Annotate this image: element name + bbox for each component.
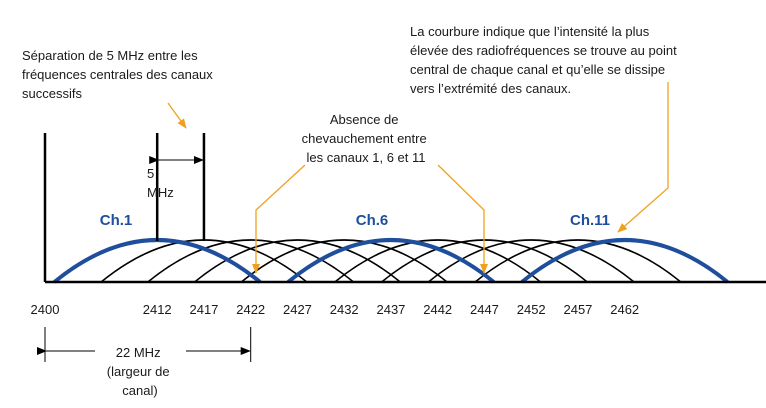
annotation-five-mhz-value: 5	[147, 166, 154, 181]
annotation-width-line-2: (largeur de	[107, 364, 170, 379]
channel-arc-2452	[427, 239, 635, 283]
annotation-spacing-line-3: successifs	[22, 86, 82, 101]
callout-overlap-line-right	[437, 164, 488, 274]
tick-label-2417: 2417	[189, 302, 218, 317]
annotation-spacing-line-1: Séparation de 5 MHz entre les	[22, 48, 198, 63]
channel-arc-2422	[147, 239, 355, 283]
annotation-five-mhz-unit: MHz	[147, 185, 174, 200]
tick-label-2427: 2427	[283, 302, 312, 317]
annotation-five-mhz: 5 MHz	[147, 166, 174, 200]
annotation-curvature-line-2: élevée des radiofréquences se trouve au …	[410, 43, 677, 58]
annotation-width-line-1: 22 MHz	[116, 345, 161, 360]
channel-arc-2442	[334, 239, 542, 283]
annotation-curvature: La courbure indique que l’intensité la p…	[410, 24, 680, 96]
annotation-overlap-line-1: Absence de	[330, 112, 399, 127]
callout-curvature-line	[617, 82, 669, 233]
callout-overlap-line-left	[252, 164, 306, 274]
channel-arc-2427	[194, 239, 401, 283]
channel-label-1: Ch.1	[100, 212, 133, 229]
tick-label-2442: 2442	[423, 302, 452, 317]
annotation-channel-width: 22 MHz (largeur de canal)	[107, 345, 174, 398]
channel-arc-2457	[474, 239, 682, 283]
tick-label-2412: 2412	[143, 302, 172, 317]
tick-label-2437: 2437	[376, 302, 405, 317]
highlighted-arc-2437	[286, 238, 496, 284]
tick-label-2457: 2457	[563, 302, 592, 317]
tick-label-2462: 2462	[610, 302, 639, 317]
annotation-overlap: Absence de chevauchement entre les canau…	[302, 112, 431, 165]
annotation-spacing-line-2: fréquences centrales des canaux	[22, 67, 213, 82]
annotation-curvature-line-3: central de chaque canal et qu’elle se di…	[410, 62, 665, 77]
highlighted-arc-2462	[520, 238, 729, 284]
tick-label-2447: 2447	[470, 302, 499, 317]
channel-arcs	[53, 239, 729, 283]
annotation-overlap-line-3: les canaux 1, 6 et 11	[306, 150, 425, 165]
tick-label-2400: 2400	[31, 302, 60, 317]
annotation-curvature-line-4: vers l’extrémité des canaux.	[410, 81, 571, 96]
annotation-width-line-3: canal)	[122, 383, 157, 398]
tick-label-2432: 2432	[330, 302, 359, 317]
annotation-spacing: Séparation de 5 MHz entre les fréquences…	[22, 48, 216, 101]
callout-spacing-line	[167, 102, 187, 129]
tick-labels: 2400 2412 2417 2422 2427 2432 2437 2442 2447 2452…	[31, 302, 640, 317]
channel-label-6: Ch.6	[356, 212, 389, 229]
channel-arc-2432	[240, 239, 448, 283]
annotation-curvature-line-1: La courbure indique que l’intensité la p…	[410, 24, 650, 39]
annotation-overlap-line-2: chevauchement entre	[302, 131, 427, 146]
tick-label-2422: 2422	[236, 302, 265, 317]
tick-label-2452: 2452	[517, 302, 546, 317]
channel-label-11: Ch.11	[570, 212, 610, 229]
